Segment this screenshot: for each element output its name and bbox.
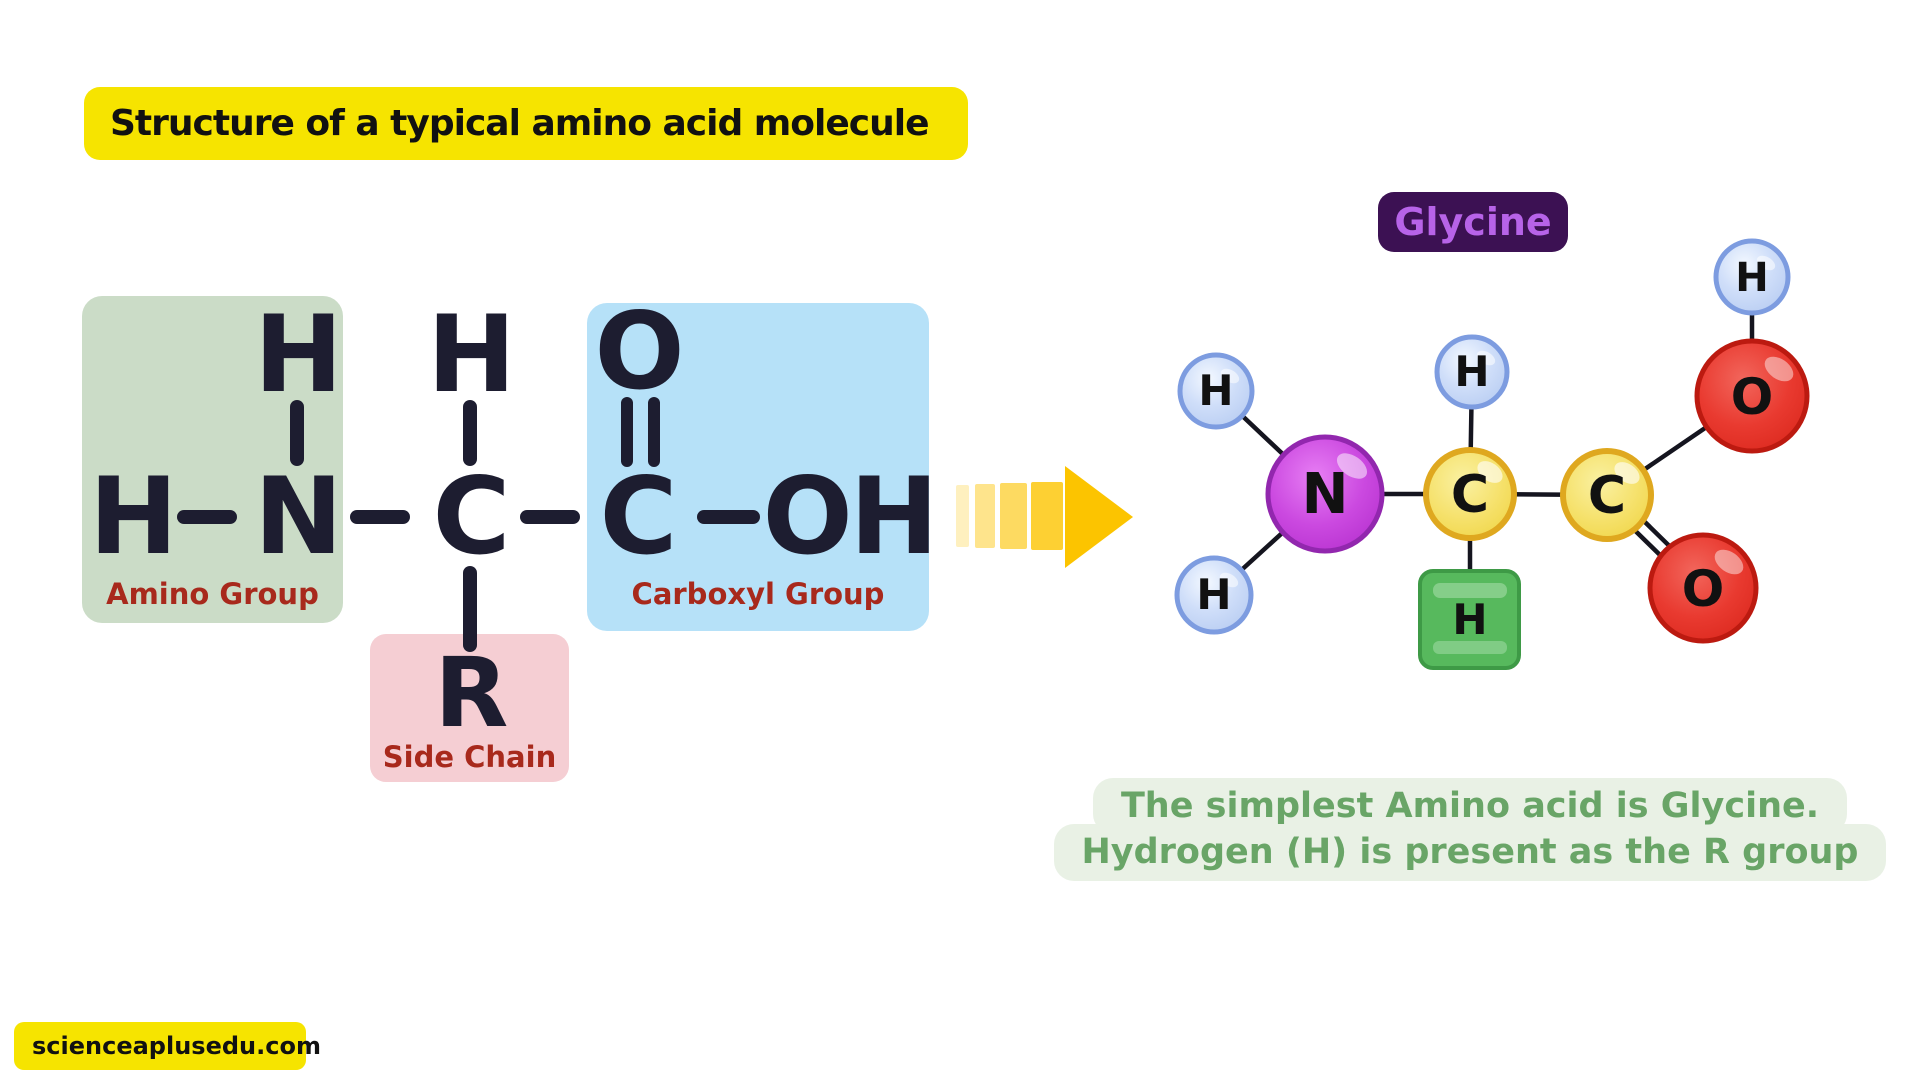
arrow-bar-2 <box>975 484 995 548</box>
carboxyl-group-label: Carboxyl Group <box>631 577 885 611</box>
page-title: Structure of a typical amino acid molecu… <box>110 103 929 144</box>
formula-alpha-carbon: C <box>432 455 511 578</box>
website-url: scienceaplusedu.com <box>32 1032 321 1060</box>
gloss <box>1714 549 1744 575</box>
atom-label: N <box>1302 462 1349 527</box>
formula-carbonyl-oxygen: O <box>594 290 684 413</box>
amino-group-label: Amino Group <box>106 577 319 611</box>
hydrogen-atoms <box>1174 238 1791 635</box>
bond-n-h-vertical <box>290 400 304 466</box>
gloss <box>1220 368 1240 384</box>
atom-label: H <box>1454 347 1489 396</box>
atom-label: O <box>1731 368 1774 426</box>
atom-label: C <box>1451 465 1489 525</box>
glycine-molecule-model: H H N H C C H H O O <box>1174 238 1810 670</box>
title-banner: Structure of a typical amino acid molecu… <box>84 87 968 160</box>
atom-label: C <box>1588 466 1626 526</box>
formula-h-on-alpha-carbon: H <box>427 293 516 416</box>
bond-h-n <box>177 510 237 524</box>
caption-block: The simplest Amino acid is Glycine. Hydr… <box>1040 778 1900 881</box>
gloss <box>1614 462 1640 484</box>
arrow-bar-1 <box>956 485 969 547</box>
formula-carboxyl-carbon: C <box>599 455 678 578</box>
tile-stripe-top <box>1433 583 1507 598</box>
side-chain-label: Side Chain <box>382 740 557 774</box>
arrow-bar-4 <box>1031 482 1063 550</box>
bond-n-c <box>350 510 410 524</box>
double-bond-right-bar <box>648 397 660 467</box>
carboxyl-group-box <box>587 303 929 631</box>
atom-label: H <box>1196 570 1231 619</box>
bond-c-r-vertical <box>463 566 477 652</box>
website-chip: scienceaplusedu.com <box>14 1022 321 1070</box>
formula-hydroxyl: OH <box>762 455 939 578</box>
bond-c-h-vertical <box>463 400 477 466</box>
atom-label: O <box>1682 560 1725 618</box>
r-group-tile <box>1418 569 1521 670</box>
double-bond-left-bar <box>621 397 633 467</box>
gloss <box>1477 461 1503 483</box>
side-chain-box <box>370 634 569 782</box>
gloss <box>1336 453 1368 479</box>
transform-arrow-icon <box>956 466 1133 568</box>
atom-label: H <box>1735 255 1768 301</box>
gloss <box>1756 255 1776 271</box>
arrow-head <box>1065 466 1133 568</box>
atom-label: H <box>1452 595 1487 644</box>
formula-nitrogen: N <box>254 455 343 578</box>
gloss <box>1219 572 1239 588</box>
glycine-name: Glycine <box>1394 200 1552 244</box>
glycine-name-chip: Glycine <box>1378 192 1568 252</box>
gloss <box>1764 356 1794 382</box>
caption-line-1: The simplest Amino acid is Glycine. <box>1092 778 1848 835</box>
atom-label: H <box>1198 366 1233 415</box>
arrow-bar-3 <box>1000 483 1027 549</box>
formula-r-group: R <box>434 637 509 749</box>
tile-stripe-bottom <box>1433 641 1507 654</box>
bond-c-oh <box>697 510 760 524</box>
atom-hydroxyl-oxygen <box>1694 338 1810 454</box>
formula-h-terminal: H <box>89 455 178 578</box>
gloss <box>1476 350 1496 366</box>
bond-c-c <box>520 510 580 524</box>
formula-h-on-nitrogen: H <box>254 293 343 416</box>
atom-carbonyl-oxygen <box>1647 532 1759 644</box>
